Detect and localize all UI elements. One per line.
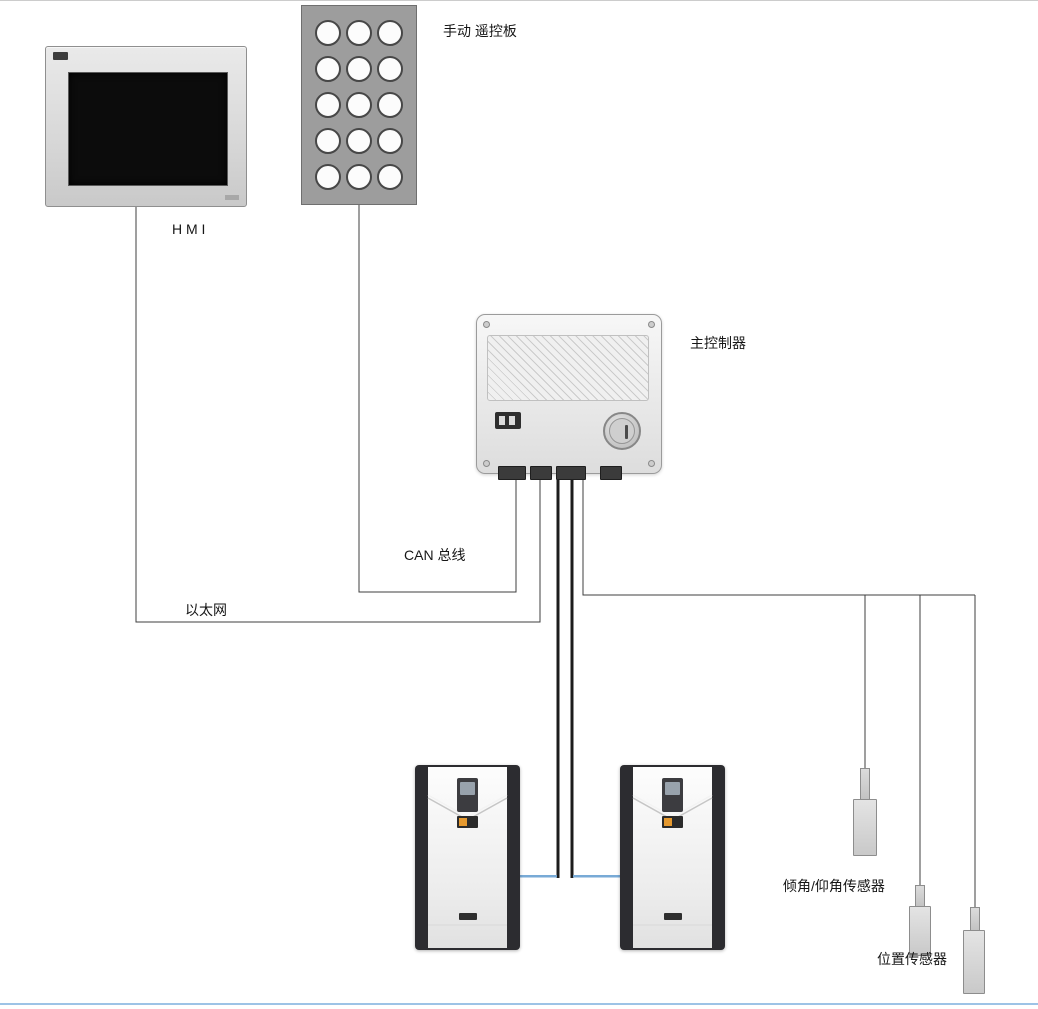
main-controller (476, 314, 662, 474)
controller-display (495, 412, 521, 429)
drive-display (457, 778, 478, 812)
br-logo-icon (53, 52, 68, 60)
position-sensor-stem (970, 907, 980, 932)
remote-button-grid (313, 15, 405, 195)
remote-panel-label: 手动 遥控板 (443, 23, 517, 39)
remote-button (315, 20, 342, 46)
screw-icon (483, 460, 490, 467)
remote-button (376, 92, 403, 118)
servo-drive-left (415, 765, 520, 950)
wire-can-bus (358, 203, 517, 593)
drive-screen (665, 782, 680, 795)
controller-port (530, 466, 552, 480)
controller-port (600, 466, 622, 480)
br-logo-mark (459, 818, 467, 826)
br-logo-icon (662, 816, 683, 828)
remote-button (376, 164, 403, 190)
remote-button (345, 20, 372, 46)
tilt-sensor-stem (860, 768, 870, 801)
remote-button (345, 164, 372, 190)
key-slot-icon (625, 425, 628, 439)
position-sensor-stem (915, 885, 925, 908)
remote-button (345, 92, 372, 118)
remote-button (315, 128, 342, 154)
hmi-label: H M I (172, 221, 206, 237)
remote-button (345, 128, 372, 154)
hmi-model-badge (225, 195, 239, 200)
tilt-sensor (853, 799, 877, 856)
controller-port (498, 466, 526, 480)
tilt-sensor-label: 倾角/仰角传感器 (783, 878, 885, 894)
screw-icon (648, 460, 655, 467)
wire-ethernet (135, 205, 541, 623)
br-logo-mark (664, 818, 672, 826)
servo-drive-right (620, 765, 725, 950)
remote-button (315, 56, 342, 82)
remote-button (315, 164, 342, 190)
position-sensor-label: 位置传感器 (877, 951, 947, 967)
screw-icon (483, 321, 490, 328)
controller-port (556, 466, 586, 480)
display-segment (499, 416, 505, 425)
drive-screen (460, 782, 475, 795)
display-segment (509, 416, 515, 425)
position-sensor-1 (909, 906, 931, 956)
page-top-rule (0, 0, 1038, 1)
drive-card-slot (459, 913, 477, 920)
wire-sensor-bus (582, 480, 975, 596)
controller-vent-grille (487, 335, 649, 401)
remote-button (345, 56, 372, 82)
ethernet-label: 以太网 (185, 602, 227, 618)
hmi-panel (45, 46, 247, 207)
remote-button (376, 20, 403, 46)
controller-label: 主控制器 (690, 335, 746, 351)
screw-icon (648, 321, 655, 328)
remote-control-panel (301, 5, 417, 205)
can-bus-label: CAN 总线 (404, 547, 466, 563)
page-bottom-rule (0, 1003, 1038, 1005)
remote-button (376, 56, 403, 82)
br-logo-icon (457, 816, 478, 828)
position-sensor-2 (963, 930, 985, 994)
key-switch-knob (603, 412, 641, 450)
hmi-screen (68, 72, 228, 186)
remote-button (315, 92, 342, 118)
drive-display (662, 778, 683, 812)
key-switch-inner (609, 418, 635, 444)
drive-card-slot (664, 913, 682, 920)
remote-button (376, 128, 403, 154)
